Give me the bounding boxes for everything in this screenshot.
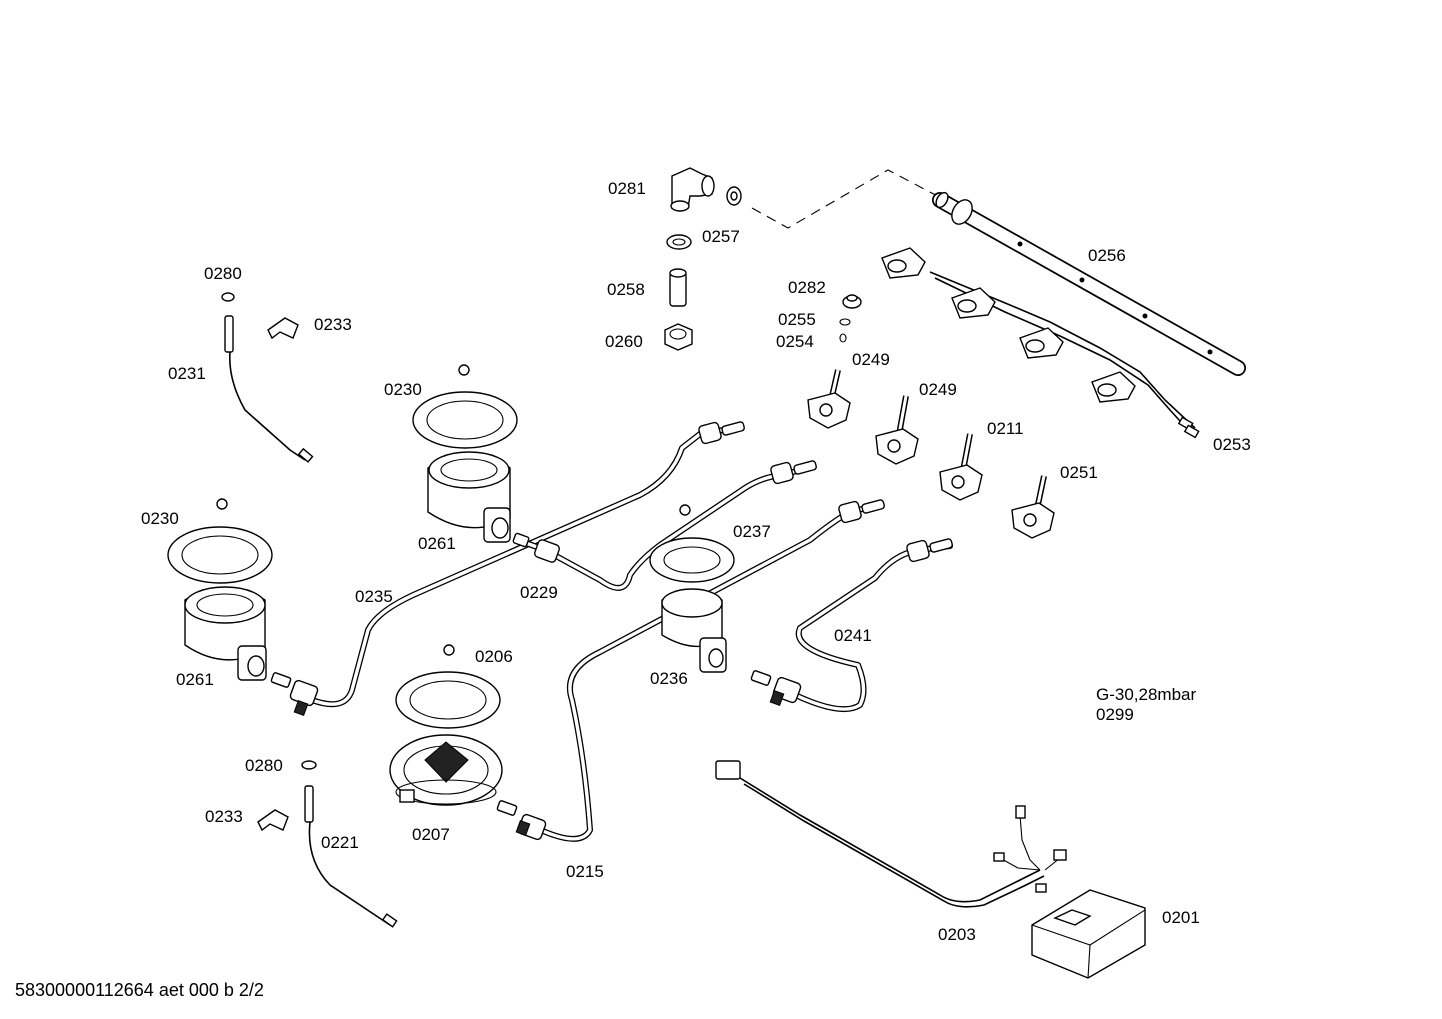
label-0203: 0203 bbox=[938, 925, 976, 944]
document-footer: 58300000112664 aet 000 b 2/2 bbox=[15, 980, 264, 1000]
label-0249: 0249 bbox=[919, 380, 957, 399]
label-0215: 0215 bbox=[566, 862, 604, 881]
ignition-switch bbox=[1091, 371, 1136, 403]
burner-0207-wok bbox=[389, 644, 503, 806]
label-0261: 0261 bbox=[418, 534, 456, 553]
ignition-switch-harness-0253 bbox=[881, 247, 1200, 439]
label-0280: 0280 bbox=[204, 264, 242, 283]
ignition-switch bbox=[951, 287, 996, 319]
label-0201: 0201 bbox=[1162, 908, 1200, 927]
label-0221: 0221 bbox=[321, 833, 359, 852]
fitting-0235-lower bbox=[270, 672, 319, 716]
fitting-0215-lower bbox=[496, 800, 547, 841]
gas-taps bbox=[807, 369, 1055, 539]
washer-0257 bbox=[666, 234, 692, 250]
harness-0203-module-0201 bbox=[715, 760, 1146, 979]
tap-small-parts bbox=[839, 294, 862, 343]
igniter-0231 bbox=[221, 292, 314, 463]
gas-spec-label: G-30,28mbar bbox=[1096, 685, 1196, 704]
ignition-module-0201 bbox=[1031, 889, 1146, 979]
fitting-0241-lower bbox=[750, 670, 802, 706]
fitting-0229-upper bbox=[770, 460, 817, 485]
label-0236: 0236 bbox=[650, 669, 688, 688]
igniter-0221 bbox=[301, 760, 398, 928]
label-0282: 0282 bbox=[788, 278, 826, 297]
inlet-parts bbox=[664, 167, 742, 351]
fitting-0235-upper bbox=[698, 421, 745, 445]
label-0254: 0254 bbox=[776, 332, 814, 351]
igniters bbox=[221, 292, 398, 928]
label-0258: 0258 bbox=[607, 280, 645, 299]
burner-0230-0261-left bbox=[167, 498, 273, 681]
label-0260: 0260 bbox=[605, 332, 643, 351]
label-0231: 0231 bbox=[168, 364, 206, 383]
label-0256: 0256 bbox=[1088, 246, 1126, 265]
label-0253: 0253 bbox=[1213, 435, 1251, 454]
pipe-stub-0258 bbox=[669, 268, 687, 307]
label-0241: 0241 bbox=[834, 626, 872, 645]
gas-pipes bbox=[309, 425, 953, 842]
elbow-connector-0281 bbox=[670, 167, 715, 212]
label-0251: 0251 bbox=[1060, 463, 1098, 482]
label-0206: 0206 bbox=[475, 647, 513, 666]
nut-0260 bbox=[664, 323, 693, 351]
label-0211: 0211 bbox=[987, 419, 1024, 438]
label-0257: 0257 bbox=[702, 227, 740, 246]
fitting-0229-middle bbox=[512, 532, 560, 563]
label-0261: 0261 bbox=[176, 670, 214, 689]
label-0299: 0299 bbox=[1096, 705, 1134, 724]
label-0235: 0235 bbox=[355, 587, 393, 606]
burners bbox=[167, 364, 735, 806]
part-labels: 0280 0233 0231 0230 0230 0261 0261 0235 … bbox=[141, 179, 1251, 944]
label-0233: 0233 bbox=[205, 807, 243, 826]
label-0237: 0237 bbox=[733, 522, 771, 541]
clip-0233-lower bbox=[257, 809, 289, 832]
gas-tap-0249-a bbox=[807, 369, 851, 429]
label-0229: 0229 bbox=[520, 583, 558, 602]
gas-tap-0249-b bbox=[875, 395, 919, 465]
ignition-switch bbox=[881, 247, 926, 279]
label-0255: 0255 bbox=[778, 310, 816, 329]
fitting-0241-upper bbox=[906, 538, 953, 563]
burner-0237-0236-center bbox=[649, 504, 735, 673]
connector-plug bbox=[715, 760, 741, 780]
label-0230: 0230 bbox=[384, 380, 422, 399]
gas-tap-0251 bbox=[1011, 475, 1055, 539]
gas-tap-0211 bbox=[939, 433, 983, 501]
burner-0230-0261-upper bbox=[412, 364, 518, 543]
label-0281: 0281 bbox=[608, 179, 646, 198]
gas-rail-0256 bbox=[751, 169, 1246, 376]
fitting-0215-upper bbox=[838, 499, 885, 524]
ignition-switch bbox=[1019, 327, 1064, 359]
label-0207: 0207 bbox=[412, 825, 450, 844]
clip-0233-upper bbox=[267, 317, 299, 340]
label-0233: 0233 bbox=[314, 315, 352, 334]
label-0230: 0230 bbox=[141, 509, 179, 528]
pipe-fittings bbox=[270, 421, 953, 841]
label-0249: 0249 bbox=[852, 350, 890, 369]
label-0280: 0280 bbox=[245, 756, 283, 775]
